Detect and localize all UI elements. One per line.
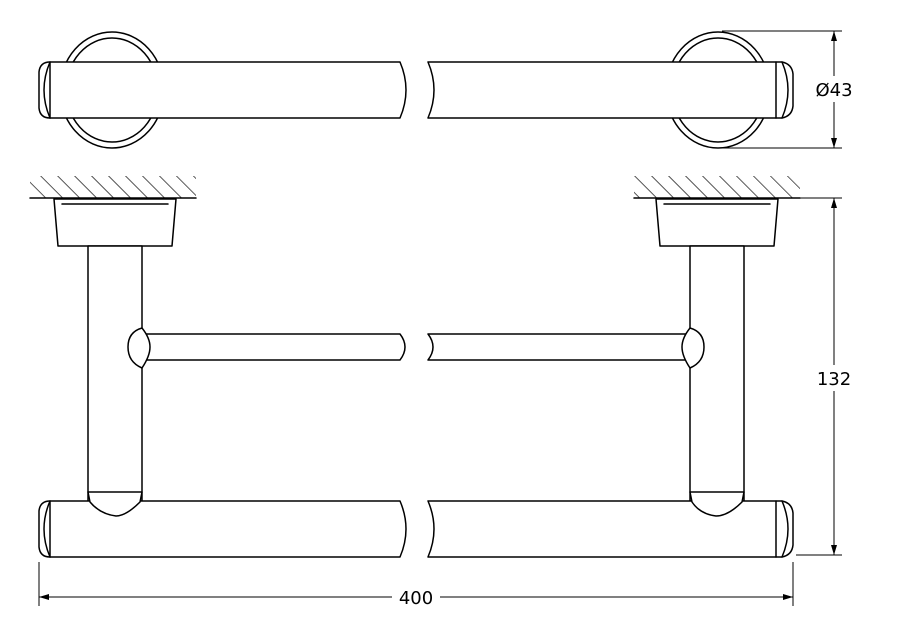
wall-hatch-left — [29, 176, 197, 199]
diameter-label: Ø43 — [815, 80, 852, 101]
left-post — [87, 245, 143, 502]
upper-rail-left — [141, 333, 406, 361]
width-label: 400 — [399, 588, 433, 609]
left-rail-collar — [127, 327, 151, 369]
height-label: 132 — [817, 369, 851, 390]
width-dimension: 400 — [38, 562, 794, 610]
right-post — [689, 245, 745, 502]
wall-hatch-right — [633, 176, 801, 199]
height-dimension: 132 — [796, 197, 858, 556]
top-bar-left — [43, 61, 407, 119]
right-wall-mount — [655, 198, 779, 247]
right-post-joint — [689, 491, 745, 517]
lower-rail-left — [43, 500, 407, 558]
right-rail-collar — [681, 327, 705, 369]
front-view: 132 400 — [29, 176, 858, 610]
top-bar-right — [427, 61, 789, 119]
top-view: Ø43 — [38, 30, 860, 149]
upper-rail-right — [427, 333, 691, 361]
left-post-joint — [87, 491, 143, 517]
diameter-dimension: Ø43 — [722, 30, 860, 149]
left-wall-mount — [53, 198, 177, 247]
